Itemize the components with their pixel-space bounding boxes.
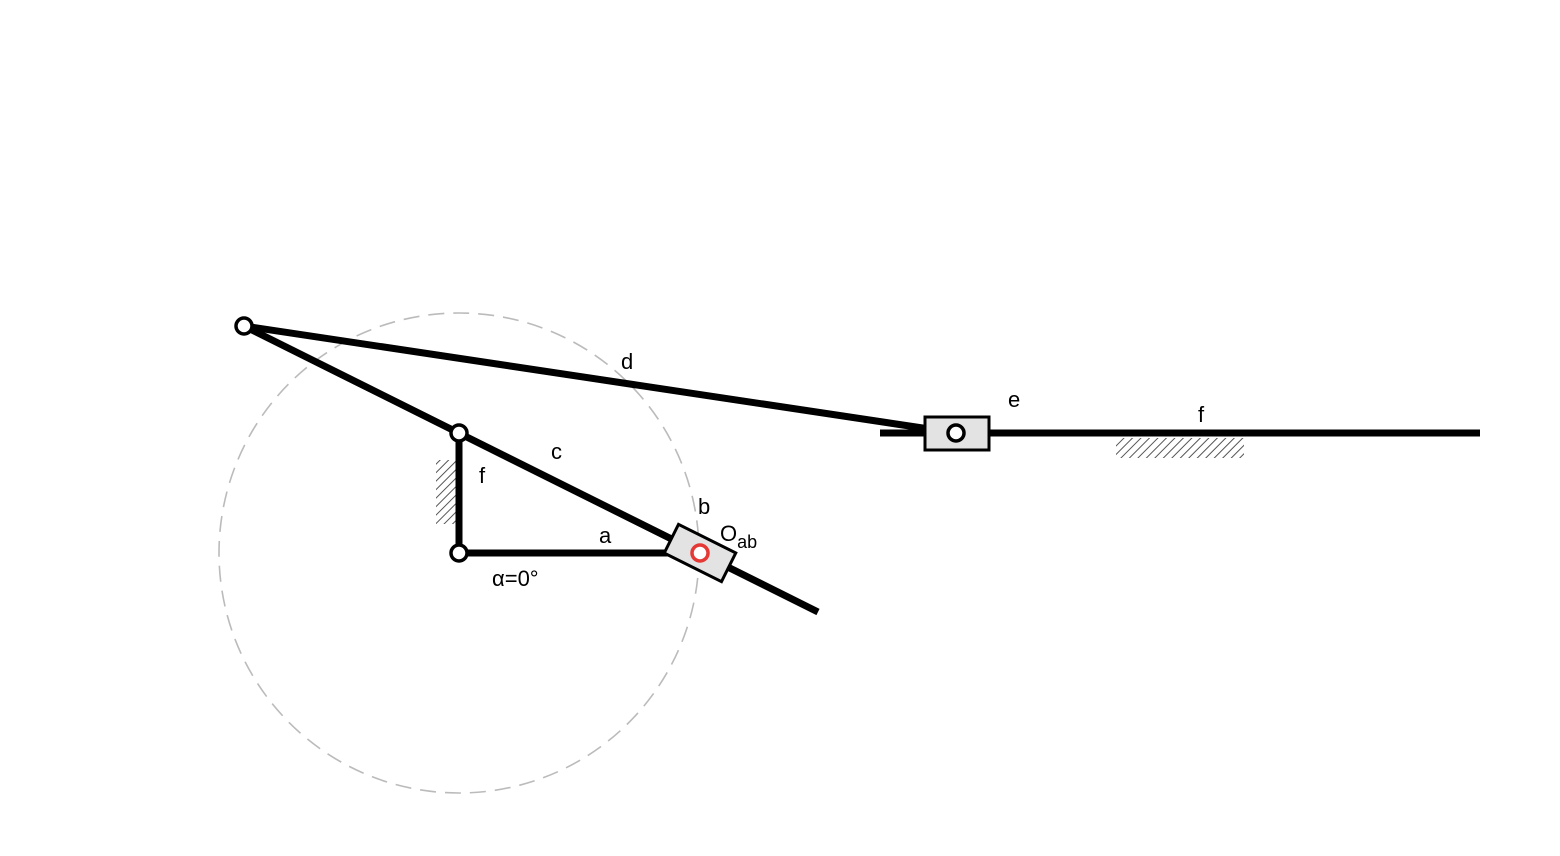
label-c: c <box>551 439 562 464</box>
label-f-rail: f <box>1198 402 1205 427</box>
label-f-ground: f <box>479 463 486 488</box>
label-a: a <box>599 523 612 548</box>
label-angle: α=0° <box>492 566 539 591</box>
ground-hatch-left <box>436 460 456 524</box>
label-oab-main: O <box>720 521 737 546</box>
coupler-link-d <box>243 322 957 437</box>
label-oab-subscript: ab <box>737 532 757 552</box>
label-oab: Oab <box>720 521 757 552</box>
ground-hatch-rail <box>1116 438 1244 458</box>
joint-oab-active[interactable] <box>690 543 710 563</box>
joint-top-left[interactable] <box>234 316 254 336</box>
label-d: d <box>621 349 633 374</box>
joint-slider-e[interactable] <box>946 423 966 443</box>
joint-rocker-pivot[interactable] <box>449 423 469 443</box>
label-e: e <box>1008 387 1020 412</box>
label-b: b <box>698 494 710 519</box>
joint-crank-pivot[interactable] <box>449 543 469 563</box>
